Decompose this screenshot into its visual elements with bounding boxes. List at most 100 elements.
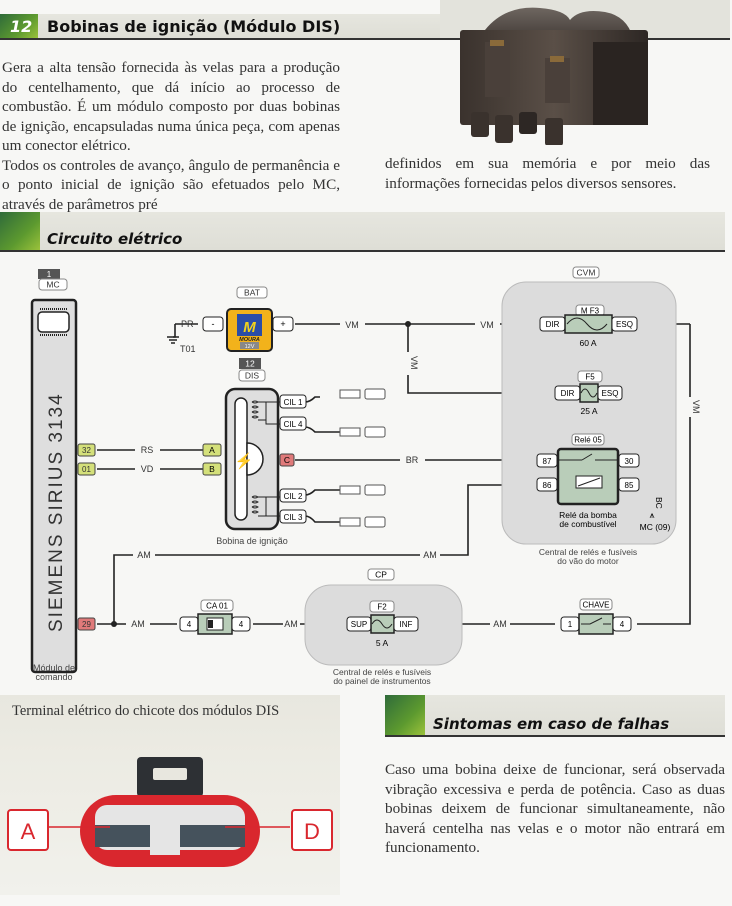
cp-tag: CP (375, 570, 387, 580)
mc-number-badge (38, 269, 60, 279)
fuse-f5-left: DIR (561, 389, 575, 398)
relay-caption-2: de combustível (559, 519, 616, 529)
coil-winding-icon (251, 400, 280, 517)
failures-section-badge (385, 695, 425, 735)
mc-caption-1: Módulo de (33, 663, 75, 673)
dis-number-badge (239, 358, 261, 369)
terminal-caption: Terminal elétrico do chicote dos módulos… (12, 703, 280, 719)
mc-number: 1 (47, 270, 52, 279)
mc-ref-label: MC (09) (640, 522, 671, 532)
bat-brand: MOURA (239, 337, 260, 343)
dis-pin-b (202, 462, 222, 476)
ca01-left-pin: 4 (187, 620, 192, 629)
wire-vm-label: VM (691, 400, 701, 414)
wire-am-label: AM (493, 619, 507, 629)
lightning-icon: ⚡ (235, 452, 254, 470)
chave-tag: CHAVE (583, 601, 610, 610)
wire-rs-label: RS (141, 445, 154, 455)
dis-pin-c-label: C (284, 455, 290, 465)
cp-caption-1: Central de relés e fusíveis (333, 667, 431, 677)
ca01-right-pin: 4 (239, 620, 244, 629)
mc-pin-01 (77, 462, 96, 476)
relay-pin-85: 85 (625, 481, 634, 490)
wire-bc-label: BC (654, 497, 664, 509)
dis-number: 12 (245, 359, 255, 369)
fuse-f5-rating: 25 A (580, 406, 597, 416)
wire-am-label: AM (284, 619, 298, 629)
wire-am-label: AM (131, 619, 145, 629)
mc-tag-box (38, 278, 68, 291)
circuit-section-header: Circuito elétrico (0, 212, 725, 252)
terminal-pin-d-label: D (304, 819, 320, 844)
section-number: 12 (10, 17, 33, 36)
dis-connector-illustration: A D (7, 757, 333, 867)
fuse-f2-right: INF (400, 620, 413, 629)
fuse-f2-left: SUP (351, 620, 367, 629)
circuit-section-title: Circuito elétrico (47, 230, 183, 248)
section-header: 12 Bobinas de ignição (Módulo DIS) (0, 14, 440, 40)
relay-pin-30: 30 (625, 457, 634, 466)
dis-pin-b-label: B (209, 464, 215, 474)
fuse-f2-rating: 5 A (376, 638, 389, 648)
cil-3-label: CIL 3 (284, 513, 303, 522)
wiring-diagram: 1 MC SIEMENS SIRIUS 3134 Módulo de coman… (30, 266, 701, 686)
relay-pin-87: 87 (543, 457, 552, 466)
intro-right-text: definidos em sua memória e por meio das … (385, 154, 710, 193)
chave-left-pin: 1 (568, 620, 573, 629)
bat-pos-label: + (280, 319, 285, 329)
cil-4-label: CIL 4 (284, 420, 303, 429)
relay-caption-1: Relé da bomba (559, 510, 617, 520)
mc-pin-29 (77, 617, 96, 631)
wire-am-label: AM (423, 550, 437, 560)
bat-voltage: 12V (245, 344, 255, 350)
fuse-f5-right: ESQ (602, 389, 619, 398)
mc-module-box (30, 298, 78, 674)
circuit-section-badge (0, 212, 40, 250)
dis-pin-a-label: A (209, 445, 215, 455)
wire-vm-label: VM (345, 320, 359, 330)
bat-tag: BAT (244, 288, 260, 298)
section-number-badge: 12 (0, 14, 38, 38)
cil-2-label: CIL 2 (284, 492, 303, 501)
mc-tag: MC (46, 280, 59, 290)
dis-outputs: CIL 1 CIL 4 CIL 2 CIL 3 (279, 394, 307, 524)
mc-pin-32-label: 32 (82, 446, 91, 455)
bat-neg-label: - (212, 319, 215, 329)
mc-pin-01-label: 01 (82, 465, 91, 474)
dis-pin-a (202, 443, 222, 457)
fuse-f2-tag: F2 (377, 603, 387, 612)
svg-text:M: M (243, 319, 256, 336)
terminal-pin-d-box (291, 809, 333, 851)
intro-left-text: Gera a alta tensão fornecida às velas pa… (2, 58, 340, 214)
ground-wire-label: PR (181, 319, 194, 329)
dis-tag-box (238, 369, 266, 382)
relay-tag: Relé 05 (574, 436, 602, 445)
cil-1-label: CIL 1 (284, 398, 303, 407)
ignition-coil-photo (460, 7, 648, 145)
relay-pin-86: 86 (543, 481, 552, 490)
mc-model-name: SIEMENS SIRIUS 3134 (46, 392, 67, 632)
chip-icon (37, 311, 70, 333)
terminal-pin-a-box (7, 809, 49, 851)
terminal-pin-a-label: A (21, 819, 36, 844)
cvm-caption-1: Central de relés e fusíveis (539, 547, 637, 557)
cvm-tag-box (572, 266, 600, 279)
dis-tag: DIS (245, 371, 260, 381)
fuse-f5-tag: F5 (585, 373, 595, 382)
wire-am-label: AM (137, 550, 151, 560)
wire-vd-label: VD (141, 464, 154, 474)
wire-vm-label: VM (480, 320, 494, 330)
wire-br-label: BR (406, 455, 419, 465)
fuse-icon (564, 314, 613, 334)
failures-text: Caso uma bobina deixe de funcionar, será… (385, 760, 725, 858)
intro-paragraph-2: Todos os controles de avanço, ângulo de … (2, 156, 340, 213)
fuse-main-right: ESQ (616, 320, 633, 329)
ca01-tag: CA 01 (206, 602, 228, 611)
bat-neg-terminal (202, 316, 224, 332)
cvm-caption-2: do vão do motor (557, 556, 619, 566)
fuse-main-rating: 60 A (579, 338, 596, 348)
dis-caption: Bobina de ignição (216, 536, 288, 546)
intro-paragraph-1: Gera a alta tensão fornecida às velas pa… (2, 59, 340, 154)
cp-caption-2: do painel de instrumentos (333, 676, 430, 686)
chave-right-pin: 4 (620, 620, 625, 629)
